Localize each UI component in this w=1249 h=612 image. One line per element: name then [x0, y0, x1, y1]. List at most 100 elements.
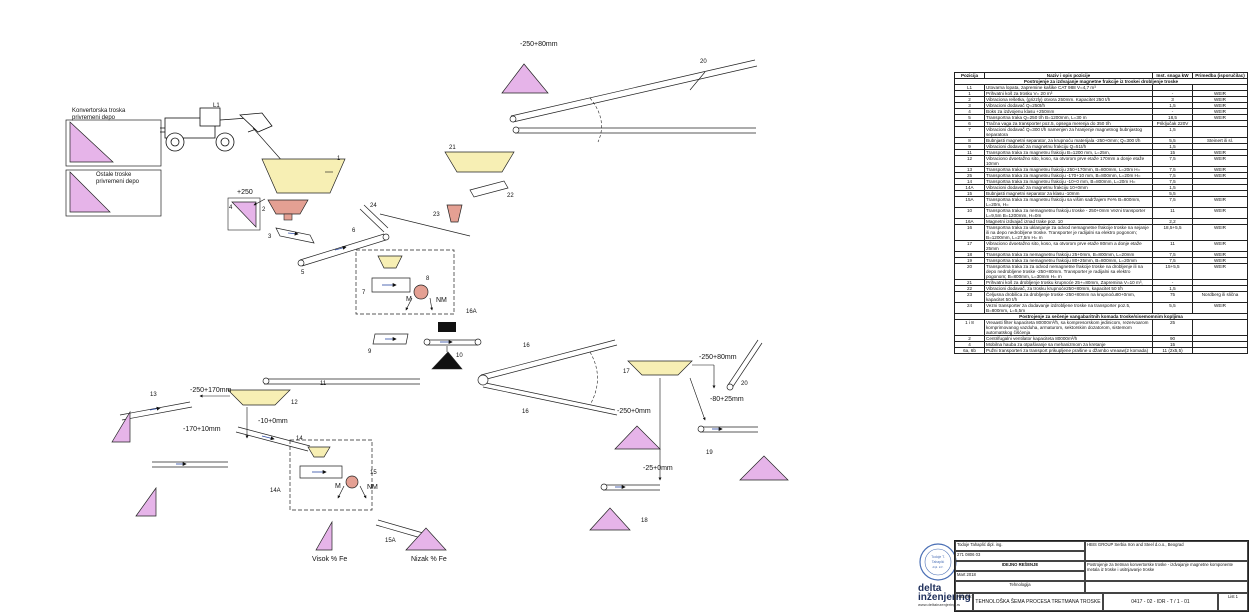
table-cell-pos: 17 [954, 240, 985, 252]
label-24: 24 [370, 203, 377, 209]
table-cell-note [1192, 319, 1248, 336]
stockpile-top [501, 63, 549, 94]
label-nizak-fe: Nizak % Fe [411, 556, 447, 563]
table-cell-note [1192, 347, 1248, 354]
label-15: 15 [370, 470, 377, 476]
table-cell-desc: Transportna traka za nemagnetnu frakciju… [984, 251, 1153, 258]
table-cell-kw: Priključak 220V [1152, 120, 1193, 127]
table-cell-pos: 6a, 6b [954, 347, 985, 354]
table-cell-pos: 1 i 8 [954, 319, 985, 336]
label-L1: L1 [213, 103, 220, 109]
table-cell-pos: 12 [954, 155, 985, 167]
size-label-80-25: -80+25mm [710, 396, 744, 403]
table-cell-note: Nordberg ili slična [1192, 291, 1248, 303]
table-cell-kw: 11 (2x5,5) [1152, 347, 1193, 354]
size-label-250-0: -250+0mm [617, 408, 651, 415]
hopper-21 [444, 151, 515, 173]
size-label-250: +250 [237, 189, 253, 196]
legend-other-depot [65, 169, 162, 217]
tb-empty [1085, 581, 1248, 593]
table-cell-desc: Vibracioni dodavač Q=300 t/h namenjen za… [984, 126, 1153, 138]
table-cell-kw: 11 [1152, 207, 1193, 219]
screen-12 [227, 389, 291, 406]
stockpile-nizak [405, 527, 447, 551]
legend-other-depot-label: Ostale troske privremeni depo [96, 172, 140, 185]
conveyor-11 [262, 377, 420, 385]
table-cell-desc: Prihvatni koš za drobljenje trosku krupn… [984, 279, 1153, 286]
label-5: 5 [301, 270, 305, 276]
size-label-25-0: -25+0mm [643, 465, 673, 472]
stockpile-visok [315, 520, 333, 551]
grizzly-2 [267, 199, 309, 221]
feeder-22 [469, 180, 509, 198]
legend-temp-depot [65, 119, 162, 167]
table-cell-desc: Vibraciono dvoetažno sito, koso, sa otvo… [984, 155, 1153, 167]
table-cell-kw: 1,5 [1152, 126, 1193, 138]
label-visok-fe: Visok % Fe [312, 556, 348, 563]
tb-scale-label: Razmera [955, 593, 973, 611]
label-20: 20 [700, 59, 707, 65]
table-cell-desc: Pužni transporteri za transport prikuplj… [984, 347, 1153, 354]
parts-list-table: Pozicija Naziv i opis pozicije Inst. sna… [954, 72, 1248, 354]
table-cell-pos: 20 [954, 263, 985, 280]
conveyor-20b [512, 126, 756, 134]
size-label-top: -250+80mm [520, 41, 558, 48]
tb-phase: IDEJNO REŠENJE [955, 561, 1085, 571]
conveyor-13 [119, 401, 193, 421]
enclosure-separator-8 [355, 249, 455, 315]
size-label-250-80-right: -250+80mm [699, 354, 737, 361]
enclosure-separator-15 [289, 439, 373, 511]
tb-designer: Todoje Tahaplić dipl. ing. [955, 541, 1085, 551]
tb-drawing-number: 0417 - 02 - IDR - T / 1 - 01 [1103, 593, 1218, 611]
label-14A: 14A [270, 488, 281, 494]
table-cell-note: WEIR [1192, 155, 1248, 167]
table-cell-desc: Transportna traka za uklanjanje za odvod… [984, 224, 1153, 241]
crusher-23 [446, 204, 463, 223]
table-cell-kw: 18,5+5,5 [1152, 224, 1193, 241]
table-cell-kw: 15+5,5 [1152, 263, 1193, 280]
table-cell-pos: 15A [954, 196, 985, 208]
table-cell-desc: Transportna traka za za odvod nemagnetne… [984, 263, 1153, 280]
conveyor-14 [235, 426, 311, 452]
svg-text:dipl. inž.: dipl. inž. [932, 565, 943, 569]
conveyor-25 [152, 461, 228, 468]
label-22: 22 [507, 193, 514, 199]
conveyor-10 [423, 338, 482, 346]
stockpile-13 [111, 410, 131, 443]
table-cell-note: WEIR [1192, 207, 1248, 219]
table-cell-pos: 7 [954, 126, 985, 138]
label-6: 6 [352, 228, 356, 234]
label-12: 12 [291, 400, 298, 406]
hopper-1 [261, 158, 346, 194]
label-23: 23 [433, 212, 440, 218]
scrap-pile [431, 351, 463, 370]
table-cell-note: WEIR [1192, 263, 1248, 280]
table-cell-kw: 75 [1152, 291, 1193, 303]
label-14: 14 [296, 436, 303, 442]
table-cell-desc: Vibraciono dvoetažno sito, koso, sa otvo… [984, 240, 1153, 252]
label-15A: 15A [385, 538, 396, 544]
label-18: 18 [641, 518, 648, 524]
table-cell-desc: Transportna traka za magnetnu frakciju -… [984, 178, 1153, 185]
label-7: 7 [362, 290, 366, 296]
header-power: Inst. snaga kW [1152, 72, 1193, 79]
label-11: 11 [320, 381, 327, 387]
table-cell-note [1192, 126, 1248, 138]
legend-temp-depot-label: Konvertorska troska privremeni depo [72, 108, 126, 121]
company-logo: delta inženjering www.deltainzenjering.r… [918, 583, 971, 608]
label-21: 21 [449, 145, 456, 151]
conveyor-20 [509, 59, 758, 123]
label-4: 4 [229, 205, 233, 211]
table-cell-desc: Transportna traka za magnetnu frakciju 2… [984, 166, 1153, 173]
size-label-250-170: -250+170mm [190, 387, 232, 394]
screen-17 [627, 360, 693, 376]
